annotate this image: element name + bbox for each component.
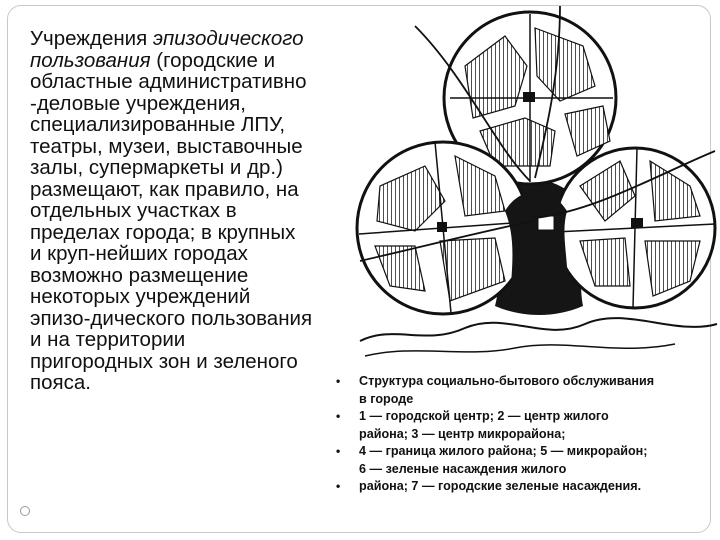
text-line: пояса. bbox=[30, 371, 91, 394]
district-top bbox=[442, 10, 618, 186]
caption-item: • 1 — городской центр; 2 — центр жилого … bbox=[330, 408, 720, 443]
caption-line: 4 — граница жилого района; 5 — микрорайо… bbox=[359, 444, 648, 458]
text-line: театры, музеи, выставочные bbox=[30, 134, 303, 158]
city-structure-diagram bbox=[355, 5, 720, 366]
text-line: отдельных участках в bbox=[30, 199, 237, 222]
caption-line: 1 — городской центр; 2 — центр жилого bbox=[359, 409, 609, 423]
italic-term: пользования bbox=[30, 48, 151, 72]
green-belt-outline bbox=[364, 343, 676, 357]
city-center-core bbox=[505, 191, 568, 304]
text-line: пользования (городские и bbox=[30, 48, 360, 72]
text-line: специализированные ЛПУ, bbox=[30, 113, 286, 136]
district-boundary bbox=[414, 25, 531, 182]
text-line: пределах города; в крупных bbox=[30, 220, 296, 244]
text-line: эпизо-дического пользования bbox=[30, 306, 313, 330]
text-line: и на территории bbox=[30, 328, 186, 351]
district-boundary bbox=[359, 220, 534, 262]
text-line: возможно размещение bbox=[30, 263, 249, 287]
caption-item: • Структура социально-бытового обслужива… bbox=[330, 373, 720, 408]
caption-line: района; 3 — центр микрорайона; bbox=[359, 426, 566, 441]
caption-line: 6 — зеленые насаждения жилого bbox=[359, 461, 567, 476]
bullet-icon: • bbox=[336, 374, 341, 388]
district-boundary bbox=[534, 150, 716, 219]
text-line: и круп-нейших городах bbox=[30, 242, 248, 265]
text-line: пригородных зон и зеленого bbox=[30, 349, 298, 373]
hollow-bullet-icon bbox=[20, 506, 30, 516]
caption-line: в городе bbox=[359, 391, 414, 406]
text-span: (городские и bbox=[150, 48, 276, 72]
text-line: -деловые учреждения, bbox=[30, 91, 246, 115]
diagram-svg bbox=[355, 5, 718, 357]
bullet-icon: • bbox=[336, 444, 341, 458]
bullet-icon: • bbox=[336, 409, 341, 423]
caption-line: района; 7 — городские зеленые насаждения… bbox=[359, 479, 642, 493]
slide-frame bbox=[7, 5, 711, 533]
caption-item: • 4 — граница жилого района; 5 — микрора… bbox=[330, 443, 720, 478]
text-line: некоторых учреждений bbox=[30, 285, 251, 308]
district-right bbox=[553, 146, 717, 310]
caption-item: • района; 7 — городские зеленые насажден… bbox=[330, 478, 720, 496]
bullet-icon: • bbox=[336, 479, 341, 493]
caption-line: Структура социально-бытового обслуживани… bbox=[359, 374, 655, 388]
green-belt-outline bbox=[359, 317, 718, 342]
text-line: Учреждения эпизодического bbox=[30, 28, 360, 50]
text-line: областные административно bbox=[30, 70, 307, 93]
text-line: залы, супермаркеты и др.) bbox=[30, 156, 283, 179]
district-left bbox=[355, 140, 531, 316]
district-boundary bbox=[534, 5, 561, 179]
italic-term: эпизодического bbox=[152, 27, 304, 50]
text-line: размещают, как правило, на bbox=[30, 177, 299, 201]
main-paragraph: Учреждения эпизодического пользования (г… bbox=[30, 28, 360, 394]
text-span: Учреждения bbox=[30, 27, 153, 50]
figure-caption: • Структура социально-бытового обслужива… bbox=[330, 373, 720, 496]
